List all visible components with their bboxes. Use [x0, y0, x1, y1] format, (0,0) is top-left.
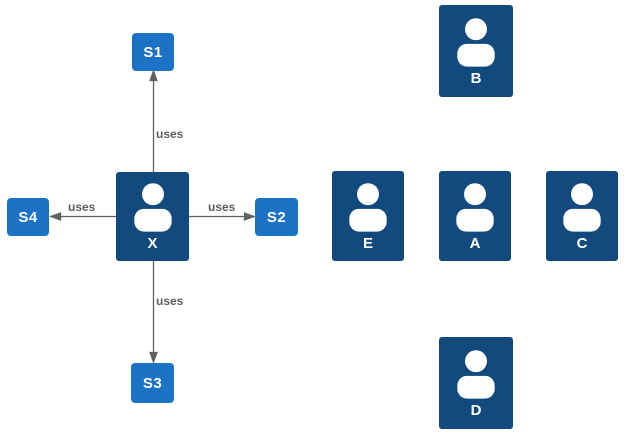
person-icon: [457, 17, 495, 67]
node-system-s2[interactable]: S2: [255, 198, 298, 236]
person-icon: [349, 182, 387, 232]
node-label: S4: [18, 208, 38, 226]
edge-x-s1: [149, 69, 158, 172]
edge-label-uses-left: uses: [68, 200, 96, 214]
node-label: B: [470, 69, 482, 87]
node-label: S1: [143, 43, 163, 61]
edge-label-uses-top: uses: [156, 127, 184, 141]
node-label: E: [362, 234, 373, 252]
person-icon: [457, 349, 495, 399]
edge-label-uses-right: uses: [208, 200, 236, 214]
node-actor-b[interactable]: B: [439, 5, 513, 97]
edge-x-s2: [189, 212, 256, 221]
node-label: D: [470, 401, 482, 419]
node-actor-d[interactable]: D: [439, 337, 513, 429]
node-actor-e[interactable]: E: [332, 171, 404, 261]
person-icon: [456, 182, 494, 232]
node-actor-a[interactable]: A: [439, 171, 511, 261]
node-actor-c[interactable]: C: [546, 171, 618, 261]
node-label: X: [147, 235, 158, 252]
node-label: C: [576, 234, 588, 252]
edge-x-s4: [49, 212, 116, 221]
node-actor-x[interactable]: X: [116, 172, 189, 261]
node-label: S3: [142, 374, 163, 392]
person-icon: [563, 182, 601, 232]
node-label: A: [469, 234, 481, 252]
node-system-s4[interactable]: S4: [7, 198, 49, 236]
node-system-s1[interactable]: S1: [132, 33, 174, 71]
person-icon: [133, 183, 172, 232]
node-system-s3[interactable]: S3: [131, 363, 174, 403]
node-label: S2: [266, 208, 287, 226]
edge-label-uses-bottom: uses: [156, 294, 184, 308]
edge-x-s3: [149, 261, 158, 364]
